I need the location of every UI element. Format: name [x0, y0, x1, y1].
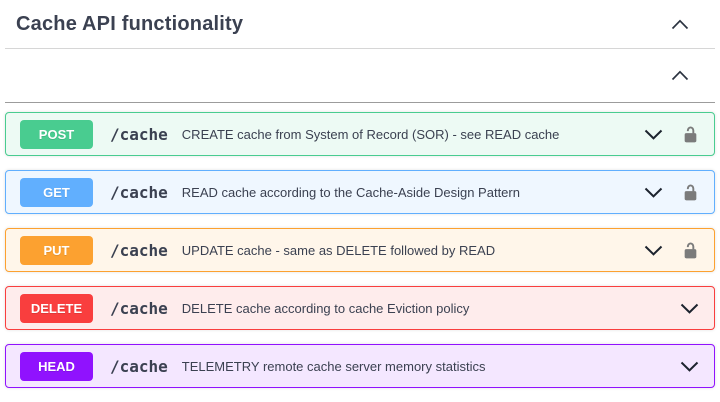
- operation-row-head[interactable]: HEAD /cache TELEMETRY remote cache serve…: [5, 344, 715, 388]
- auth-lock-icon[interactable]: [680, 122, 701, 146]
- method-badge: PUT: [20, 235, 93, 265]
- auth-lock-icon[interactable]: [680, 180, 701, 204]
- endpoint-description: READ cache according to the Cache-Aside …: [181, 184, 520, 200]
- section-bar[interactable]: [5, 49, 715, 103]
- expand-chevron-down-icon[interactable]: [678, 357, 701, 376]
- operation-row-put[interactable]: PUT /cache UPDATE cache - same as DELETE…: [5, 228, 715, 272]
- endpoint-description: UPDATE cache - same as DELETE followed b…: [181, 242, 496, 258]
- operation-row-post[interactable]: POST /cache CREATE cache from System of …: [5, 112, 715, 156]
- auth-lock-icon[interactable]: [680, 238, 701, 262]
- tag-header-cache-api[interactable]: Cache API functionality: [5, 0, 715, 49]
- expand-chevron-down-icon[interactable]: [642, 183, 665, 202]
- tag-title: Cache API functionality: [16, 12, 244, 35]
- method-badge: DELETE: [20, 293, 93, 323]
- method-badge: HEAD: [20, 351, 93, 381]
- method-badge: GET: [20, 177, 93, 207]
- endpoint-description: DELETE cache according to cache Eviction…: [181, 300, 470, 316]
- operation-row-get[interactable]: GET /cache READ cache according to the C…: [5, 170, 715, 214]
- endpoint-description: TELEMETRY remote cache server memory sta…: [181, 358, 486, 374]
- operations-list: POST /cache CREATE cache from System of …: [5, 103, 715, 388]
- expand-chevron-down-icon[interactable]: [642, 125, 665, 144]
- endpoint-path: /cache: [110, 298, 168, 318]
- endpoint-description: CREATE cache from System of Record (SOR)…: [181, 126, 560, 142]
- endpoint-path: /cache: [110, 124, 168, 144]
- method-badge: POST: [20, 119, 93, 149]
- endpoint-path: /cache: [110, 182, 168, 202]
- endpoint-path: /cache: [110, 356, 168, 376]
- operation-row-delete[interactable]: DELETE /cache DELETE cache according to …: [5, 286, 715, 330]
- endpoint-path: /cache: [110, 240, 168, 260]
- section-collapse-chevron-up-icon[interactable]: [671, 70, 689, 81]
- tag-collapse-chevron-up-icon[interactable]: [671, 19, 689, 30]
- expand-chevron-down-icon[interactable]: [678, 299, 701, 318]
- api-panel: Cache API functionality POST /cache CREA…: [5, 0, 715, 388]
- expand-chevron-down-icon[interactable]: [642, 241, 665, 260]
